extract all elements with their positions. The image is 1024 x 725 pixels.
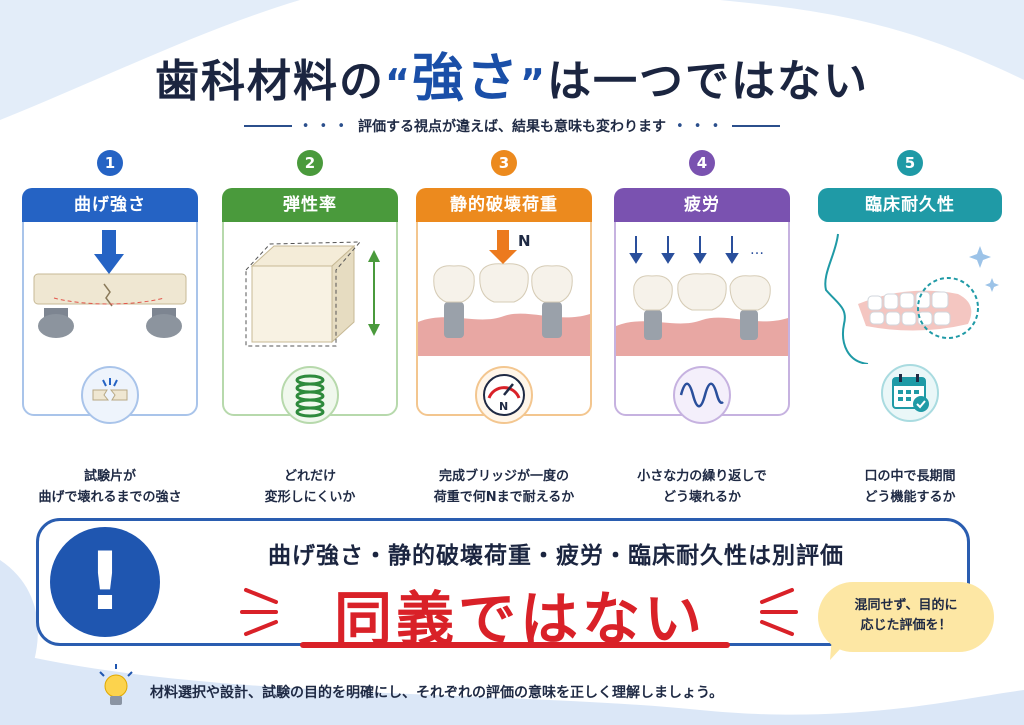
broken-specimen-icon-graphic [92,378,128,401]
advice-speech-bubble: 混同せず、目的に 応じた評価を！ [818,582,994,652]
item-card: 臨床耐久性 [818,188,1002,422]
deformed-block-illustration [245,241,380,347]
speech-bubble-tail [830,636,852,660]
item-description: 口の中で長期間 どう機能するか [864,469,956,505]
title-prefix: 歯科材料の [155,56,385,107]
gauge-label: N [499,400,508,413]
item-fatigue: 4 疲労 … 小さな力の繰り返しで どう壊れるか [614,150,790,508]
title-suffix: は一つではない [546,56,869,107]
mouth-profile-illustration [824,233,999,364]
item-flexural-strength: 1 曲げ強さ 試験片が 曲げで壊れるまでの強さ [22,150,198,508]
title-close-quote: ” [520,61,547,105]
item-description: 試験片が 曲げで壊れるまでの強さ [38,469,182,505]
item-description: どれだけ 変形しにくいか [264,469,356,505]
item-header: 臨床耐久性 [818,188,1002,222]
bridge-load-illustration: N [418,230,590,356]
item-number: 3 [491,150,517,176]
spring-icon [281,366,339,424]
emphasis-rays-left-icon [240,588,278,636]
item-header: 弾性率 [222,188,398,222]
three-point-bend-illustration [33,230,187,338]
alert-statement: 曲げ強さ・静的破壊荷重・疲労・臨床耐久性は別評価 [268,543,844,569]
item-description: 完成ブリッジが一度の 荷重で何Nまで耐えるか [433,469,575,505]
item-header: 曲げ強さ [22,188,198,222]
gauge-icon-graphic: N [483,374,525,416]
item-clinical-durability: 5 臨床耐久性 [818,150,1002,508]
subtitle-row: • • • 評価する視点が違えば、結果も意味も変わります • • • [0,116,1024,136]
exclamation-icon: ! [50,527,160,637]
item-header: 静的破壊荷重 [416,188,592,222]
subtitle-dots-right: • • • [676,118,723,134]
item-elastic-modulus: 2 弾性率 どれだけ 変形しにくいか [222,150,398,508]
page-title: 歯科材料の“強さ”は一つではない [0,36,1024,111]
repeated-load-bridge-illustration: … [616,236,788,356]
subtitle: 評価する視点が違えば、結果も意味も変わります [358,119,666,135]
gauge-icon: N [475,366,533,424]
sine-wave-icon [673,366,731,424]
alert-panel [36,518,970,646]
item-description: 小さな力の繰り返しで どう壊れるか [637,469,767,505]
item-static-fracture-load: 3 静的破壊荷重 N N 完成ブリッジが一度の 荷重で何Nまで耐えるか [416,150,592,508]
item-card: 静的破壊荷重 N N [416,188,592,424]
item-header: 疲労 [614,188,790,222]
spring-icon-graphic [295,374,325,418]
bottom-note: 材料選択や設計、試験の目的を明確にし、それぞれの評価の意味を正しく理解しましょう… [150,685,724,701]
title-open-quote: “ [385,61,412,105]
force-label: N [518,232,531,250]
title-emphasis: 強さ [411,49,520,109]
item-card: 弾性率 [222,188,398,424]
calendar-check-icon-graphic [892,374,929,412]
item-number: 4 [689,150,715,176]
item-number: 2 [297,150,323,176]
item-card: 疲労 … [614,188,790,424]
subtitle-rule-left [243,125,292,127]
item-number: 1 [97,150,123,176]
not-synonymous-headline: 同義ではない [333,585,706,653]
subtitle-dots-left: • • • [301,118,348,134]
item-card: 曲げ強さ [22,188,198,424]
headline-underline [300,642,730,648]
calendar-check-icon [881,364,939,422]
item-number: 5 [897,150,923,176]
subtitle-rule-right [732,125,781,127]
broken-specimen-icon [81,366,139,424]
repeat-dots: … [750,242,764,258]
lightbulb-icon [99,664,133,705]
emphasis-rays-right-icon [760,588,798,636]
sine-wave-icon-graphic [679,382,724,408]
